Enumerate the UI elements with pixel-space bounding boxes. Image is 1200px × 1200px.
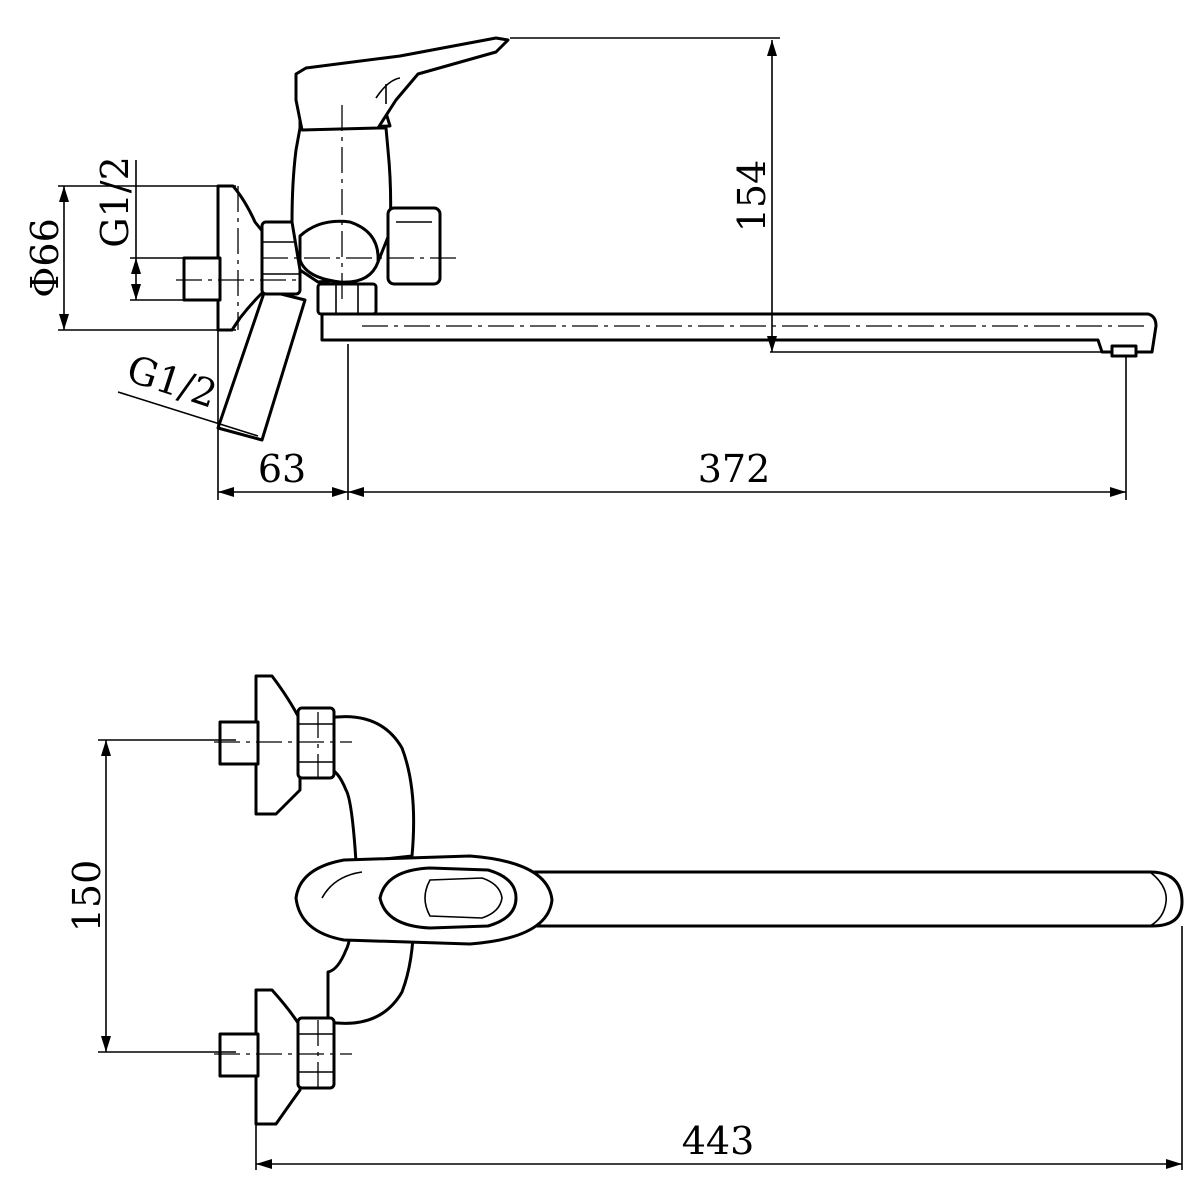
side-view: 154 Φ66 G1/2 G1/2 63 372 xyxy=(23,36,1158,500)
lower-nut xyxy=(296,1016,336,1090)
upper-nut xyxy=(296,706,336,780)
top-view: 150 443 xyxy=(65,674,1184,1170)
flange-diameter-label: Φ66 xyxy=(23,218,67,298)
diverter-knob xyxy=(386,206,442,286)
thread-lower-label: G1/2 xyxy=(122,347,223,417)
spout-side xyxy=(320,312,1158,354)
wall-flange xyxy=(216,184,265,332)
inlet-stub xyxy=(182,256,222,302)
height-dim-label: 154 xyxy=(730,160,774,233)
handle-lever xyxy=(294,36,510,132)
offset-dim-label: 63 xyxy=(258,447,306,491)
upper-stub xyxy=(218,720,260,766)
lower-flange xyxy=(254,988,302,1126)
body-bulge xyxy=(298,219,380,284)
lower-stub xyxy=(218,1032,260,1078)
top-body xyxy=(326,715,416,864)
thread-upper-label: G1/2 xyxy=(93,156,137,248)
spout-length-dim-label: 372 xyxy=(698,447,771,491)
aerator xyxy=(1110,344,1138,358)
overall-length-label: 443 xyxy=(682,1119,755,1163)
eccentric-connector xyxy=(216,288,307,442)
spout-collar xyxy=(316,282,378,316)
inlet-spacing-label: 150 xyxy=(65,860,109,933)
handle-slot xyxy=(378,866,518,930)
upper-flange xyxy=(254,674,302,816)
spout-top xyxy=(518,870,1184,928)
